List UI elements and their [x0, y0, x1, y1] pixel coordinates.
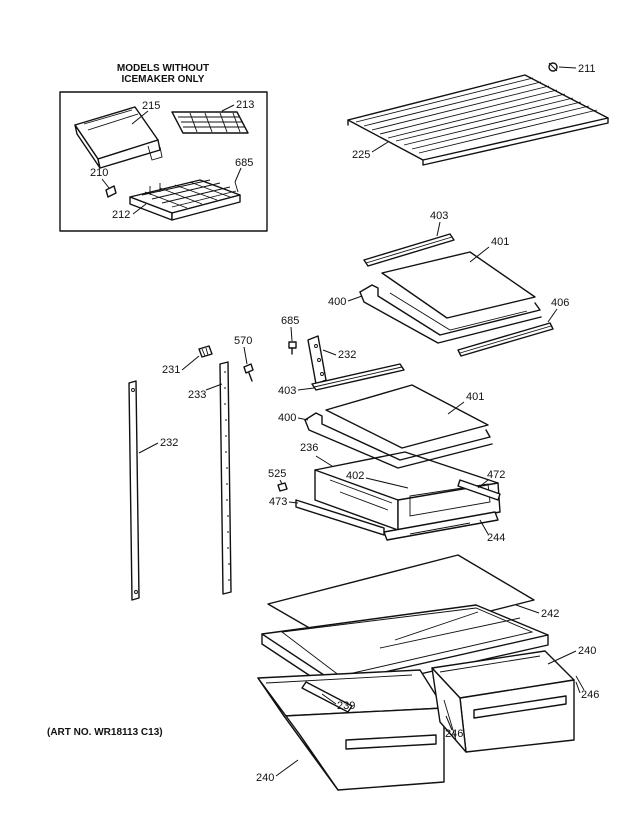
- label-403-lower: 403: [278, 385, 296, 397]
- label-231: 231: [162, 364, 180, 376]
- clip-231: [198, 345, 213, 358]
- label-240-right: 240: [578, 645, 596, 657]
- label-239: 239: [337, 700, 355, 712]
- meat-pan-assembly: [277, 451, 501, 541]
- label-685: 685: [281, 315, 299, 327]
- label-211: 211: [578, 63, 596, 75]
- bracket-232: [307, 335, 327, 385]
- label-402: 402: [346, 470, 364, 482]
- label-246-right: 246: [581, 689, 599, 701]
- label-472: 472: [487, 469, 505, 481]
- label-246-left: 246: [445, 728, 463, 740]
- icemaker-inset: MODELS WITHOUT ICEMAKER ONLY 215: [59, 63, 268, 232]
- label-236: 236: [300, 442, 318, 454]
- ice-tray-part: [171, 111, 249, 134]
- inset-header-line2: ICEMAKER ONLY: [122, 74, 205, 85]
- ice-bucket-part: [74, 106, 163, 169]
- label-473: 473: [269, 496, 287, 508]
- screw-570: [243, 363, 254, 382]
- label-400-lower: 400: [278, 412, 296, 424]
- label-400-upper: 400: [328, 296, 346, 308]
- rail-232: [128, 380, 140, 601]
- label-401-upper: 401: [491, 236, 509, 248]
- label-233: 233: [188, 389, 206, 401]
- label-225: 225: [352, 149, 370, 161]
- clip-part: [105, 185, 117, 198]
- label-232-lower: 232: [160, 437, 178, 449]
- label-215: 215: [142, 100, 160, 112]
- label-401-lower: 401: [466, 391, 484, 403]
- label-406: 406: [551, 297, 569, 309]
- tray-bracket-part: [129, 179, 241, 221]
- label-685-inset: 685: [235, 157, 253, 169]
- label-570: 570: [234, 335, 252, 347]
- label-244: 244: [487, 532, 505, 544]
- inset-header-line1: MODELS WITHOUT: [117, 63, 209, 74]
- inset-frame: [59, 91, 268, 232]
- wire-shelf-part: [347, 62, 609, 166]
- crisper-assembly: [257, 554, 585, 791]
- upper-shelf-assembly: [359, 233, 554, 357]
- label-232-upper: 232: [338, 349, 356, 361]
- label-403-upper: 403: [430, 210, 448, 222]
- label-212: 212: [112, 209, 130, 221]
- art-number: (ART NO. WR18113 C13): [47, 727, 163, 738]
- label-240-left: 240: [256, 772, 274, 784]
- label-525: 525: [268, 468, 286, 480]
- rail-233: [219, 361, 232, 595]
- screw-685: [288, 341, 297, 355]
- label-213: 213: [236, 99, 254, 111]
- label-210: 210: [90, 167, 108, 179]
- middle-shelf-assembly: [304, 363, 493, 469]
- label-242: 242: [541, 608, 559, 620]
